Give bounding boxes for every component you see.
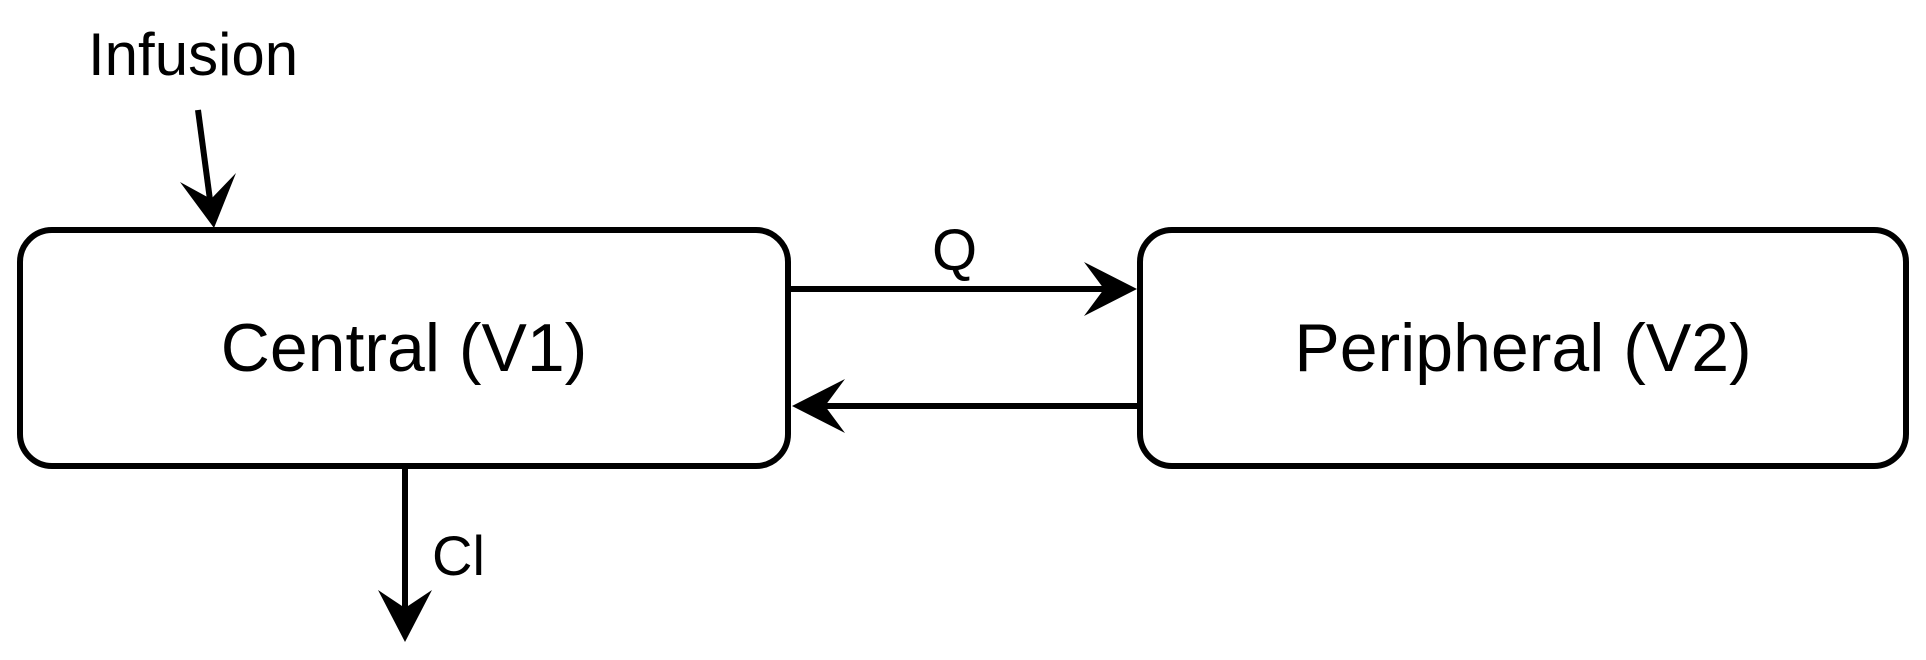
- peripheral-compartment-box: [1137, 227, 1909, 469]
- peripheral-compartment-label: Peripheral (V2): [1294, 310, 1752, 386]
- clearance-arrow: [378, 469, 432, 642]
- infusion-label: Infusion: [88, 21, 299, 88]
- q-label: Q: [932, 218, 978, 283]
- infusion-arrow: [180, 109, 236, 228]
- central-compartment-box: [17, 227, 791, 469]
- clearance-label: Cl: [432, 524, 485, 587]
- central-to-peripheral-arrow: [791, 262, 1137, 316]
- peripheral-to-central-arrow: [792, 379, 1137, 433]
- central-compartment-label: Central (V1): [220, 310, 588, 386]
